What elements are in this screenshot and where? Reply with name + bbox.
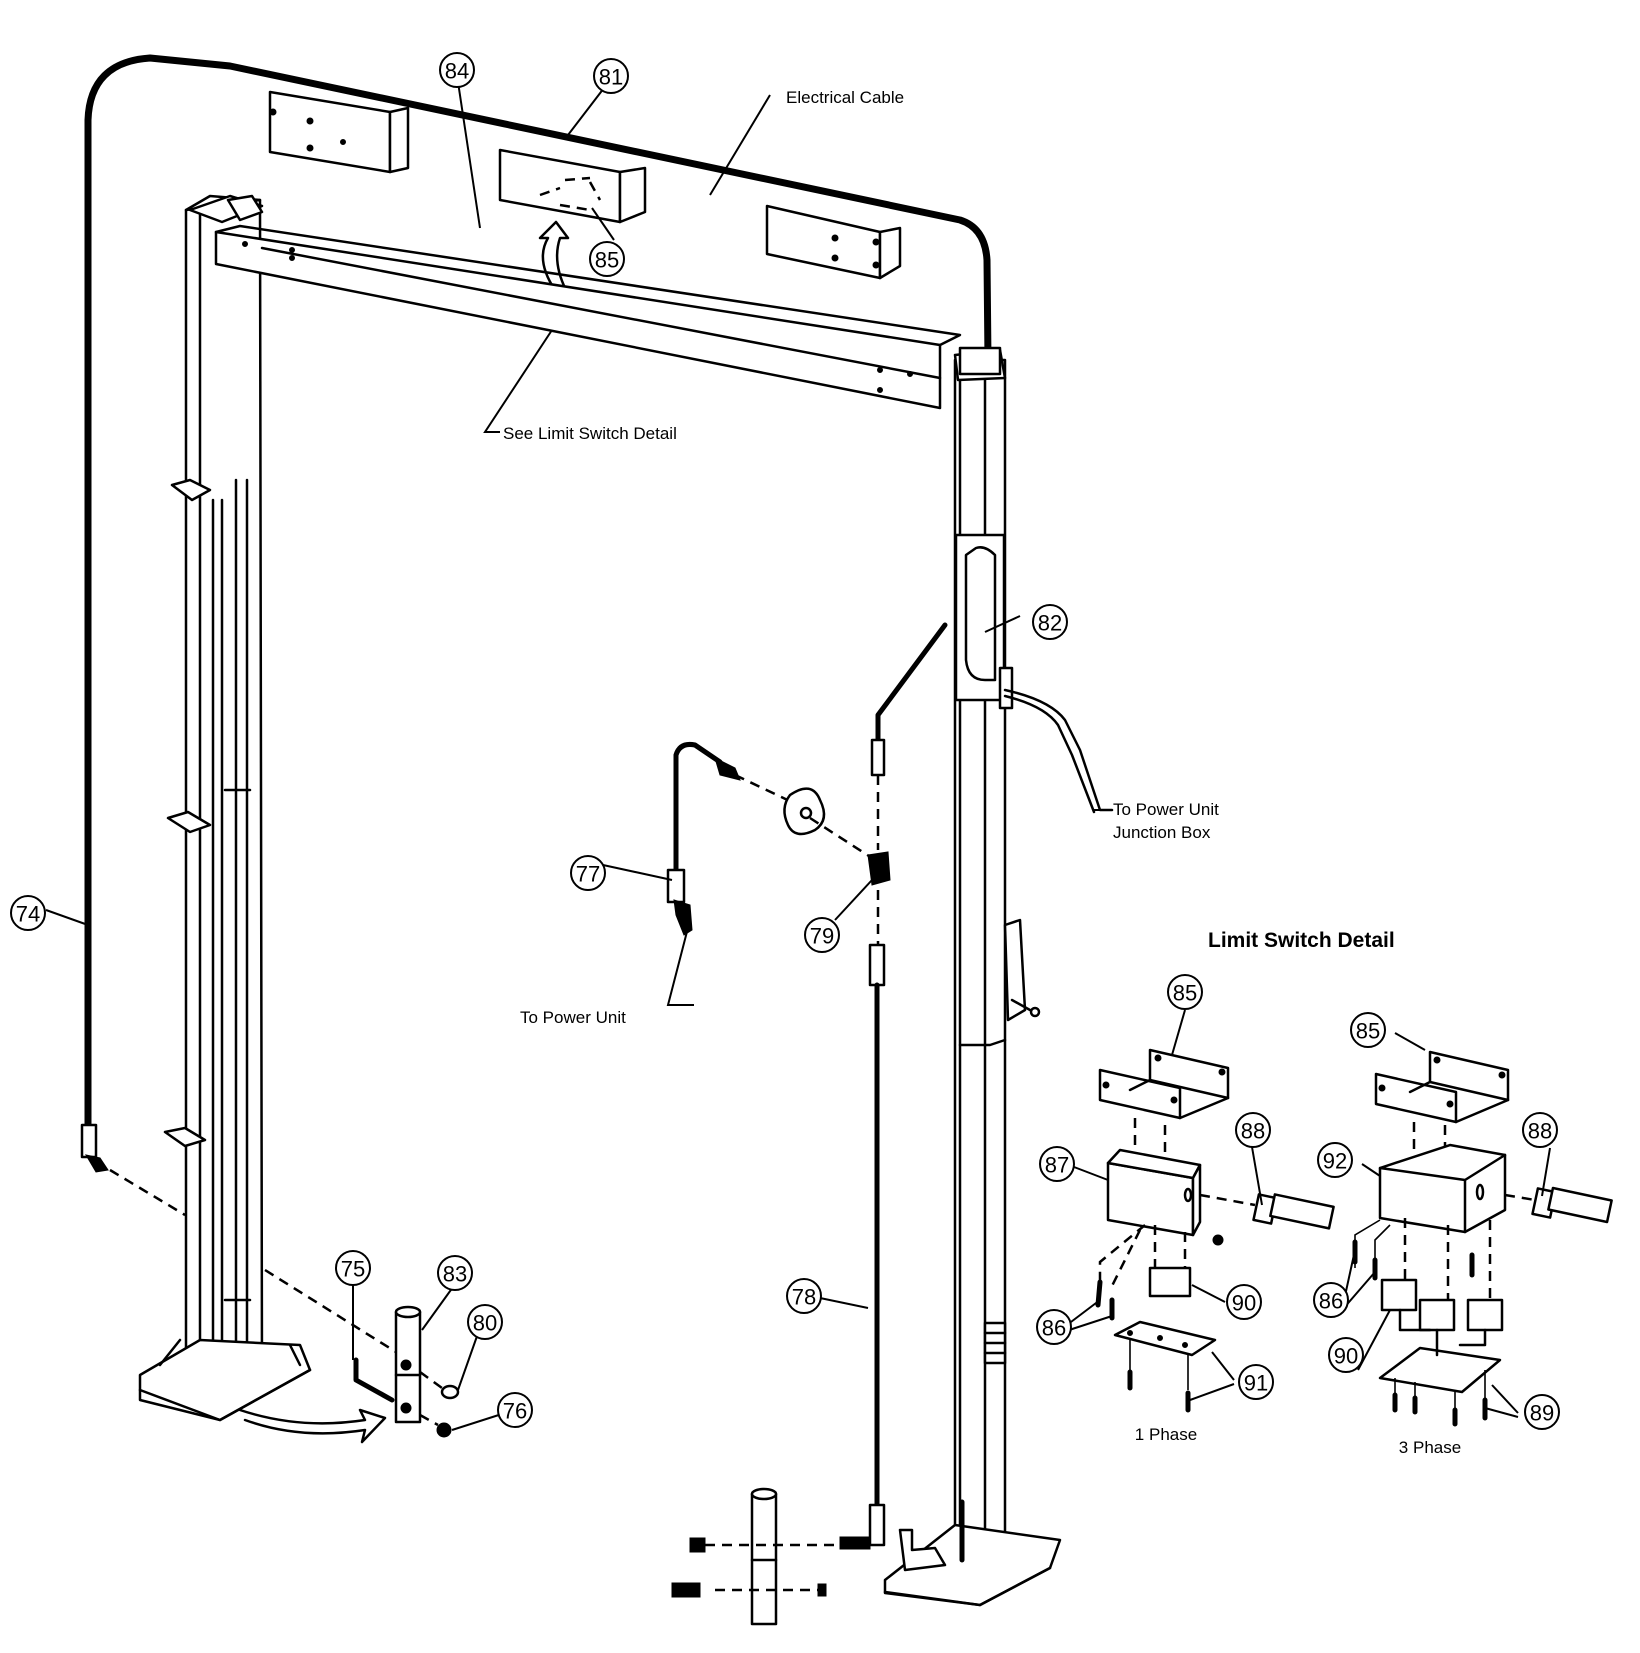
callout-circle [1238, 1364, 1274, 1400]
callout-circle [439, 52, 475, 88]
callout-number: 91 [1244, 1371, 1268, 1396]
callout-circle [467, 1304, 503, 1340]
callout-89: 89 [1524, 1394, 1560, 1430]
callout-number: 90 [1334, 1344, 1358, 1369]
hydraulic-hose-lower [839, 943, 886, 1550]
callout-80: 80 [467, 1304, 503, 1340]
callout-number: 74 [16, 902, 40, 927]
callout-91: 91 [1238, 1364, 1274, 1400]
callout-circle [1235, 1112, 1271, 1148]
hinge-pin-left [238, 1268, 460, 1444]
callout-number: 88 [1241, 1119, 1265, 1144]
callout-circle [570, 855, 606, 891]
hinge-pin-right [671, 1487, 840, 1626]
cable-bracket-right [765, 204, 902, 280]
callout-76: 76 [497, 1392, 533, 1428]
one-phase-caption: 1 Phase [1135, 1425, 1197, 1444]
callout-circle [10, 895, 46, 931]
callout-number: 87 [1045, 1153, 1069, 1178]
cable-bracket-middle [498, 148, 647, 224]
to-power-unit-label: To Power Unit [520, 1008, 626, 1027]
limit-switch-detail-title: Limit Switch Detail [1208, 929, 1395, 952]
callout-84: 84 [439, 52, 475, 88]
callout-92: 92 [1317, 1142, 1353, 1178]
callout-circle [1032, 604, 1068, 640]
limit-switch-3-phase [1352, 1050, 1613, 1427]
callout-number: 81 [599, 65, 623, 90]
callout-88: 88 [1522, 1112, 1558, 1148]
callout-number: 78 [792, 1285, 816, 1310]
callout-number: 86 [1042, 1316, 1066, 1341]
callout-number: 82 [1038, 611, 1062, 636]
callout-86: 86 [1036, 1309, 1072, 1345]
callout-83: 83 [437, 1255, 473, 1291]
callout-circle [1039, 1146, 1075, 1182]
three-phase-caption: 3 Phase [1399, 1438, 1461, 1457]
callout-circle [1167, 974, 1203, 1010]
cable-bracket-left [268, 90, 410, 174]
callout-circle [589, 241, 625, 277]
callout-number: 86 [1319, 1289, 1343, 1314]
callout-85: 85 [589, 241, 625, 277]
callout-circle [1524, 1394, 1560, 1430]
callout-86: 86 [1313, 1282, 1349, 1318]
callout-number: 77 [576, 862, 600, 887]
callout-number: 92 [1323, 1149, 1347, 1174]
callout-number: 85 [1356, 1019, 1380, 1044]
callout-number: 90 [1232, 1291, 1256, 1316]
callout-85: 85 [1167, 974, 1203, 1010]
callout-85: 85 [1350, 1012, 1386, 1048]
hydraulic-hose-upper [870, 622, 948, 850]
callout-82: 82 [1032, 604, 1068, 640]
callout-number: 88 [1528, 1119, 1552, 1144]
callout-number: 80 [473, 1311, 497, 1336]
left-column [138, 194, 312, 1422]
callout-circle [1036, 1309, 1072, 1345]
callout-number: 79 [810, 924, 834, 949]
callout-78: 78 [786, 1278, 822, 1314]
see-limit-switch-detail-label: See Limit Switch Detail [503, 424, 677, 443]
tee-fitting [867, 851, 891, 945]
callout-circle [437, 1255, 473, 1291]
callout-circle [497, 1392, 533, 1428]
callout-circle [335, 1250, 371, 1286]
callout-number: 85 [595, 248, 619, 273]
right-column [883, 346, 1062, 1607]
callout-90: 90 [1226, 1284, 1262, 1320]
switch-cable-to-junction-box [1003, 688, 1114, 814]
callout-number: 76 [503, 1399, 527, 1424]
callout-77: 77 [570, 855, 606, 891]
to-power-unit-junction-box-label-line2: Junction Box [1113, 823, 1211, 842]
electrical-cable [84, 54, 992, 1144]
callout-circle [804, 917, 840, 953]
callout-90: 90 [1328, 1337, 1364, 1373]
callout-circle [1313, 1282, 1349, 1318]
callout-88: 88 [1235, 1112, 1271, 1148]
callout-circle [593, 58, 629, 94]
callout-81: 81 [593, 58, 629, 94]
to-power-unit-junction-box-label-line1: To Power Unit [1113, 800, 1219, 819]
callout-87: 87 [1039, 1146, 1075, 1182]
cable-74-end [80, 1123, 186, 1217]
callout-circle [1328, 1337, 1364, 1373]
callout-circle [1226, 1284, 1262, 1320]
callout-number: 83 [443, 1262, 467, 1287]
callout-79: 79 [804, 917, 840, 953]
callout-74: 74 [10, 895, 46, 931]
hydraulic-hose-to-power-unit [666, 742, 799, 936]
callout-circle [786, 1278, 822, 1314]
overhead-crossbeam [214, 224, 962, 410]
callout-circle [1350, 1012, 1386, 1048]
callout-number: 75 [341, 1257, 365, 1282]
callout-circle [1522, 1112, 1558, 1148]
callout-75: 75 [335, 1250, 371, 1286]
callout-number: 84 [445, 59, 469, 84]
callout-circle [1317, 1142, 1353, 1178]
electrical-cable-label: Electrical Cable [786, 88, 904, 107]
callout-number: 89 [1530, 1401, 1554, 1426]
callout-number: 85 [1173, 981, 1197, 1006]
bulkhead-plate [783, 787, 873, 860]
